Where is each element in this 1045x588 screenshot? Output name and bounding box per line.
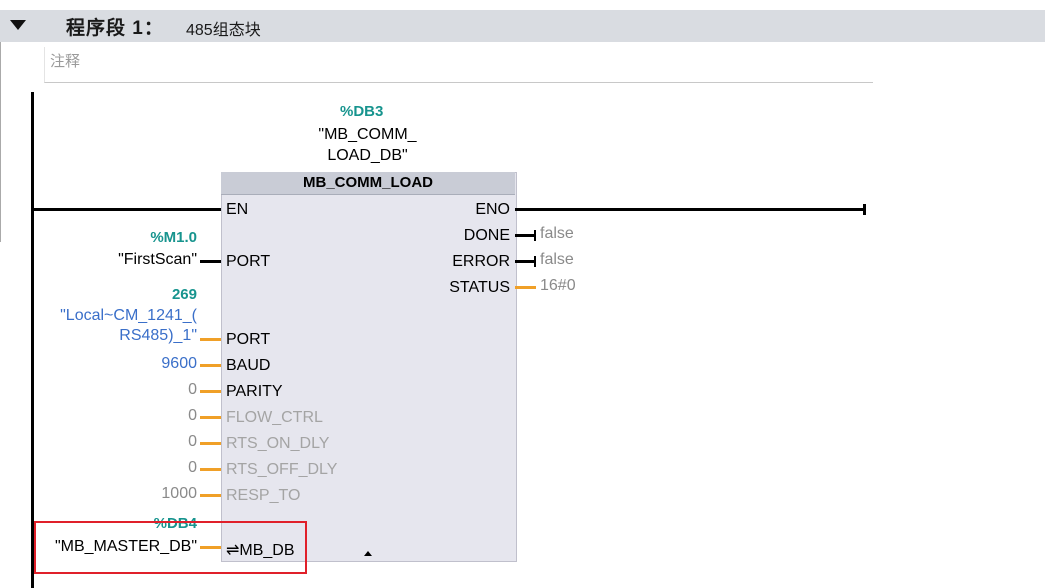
- pin-en[interactable]: EN: [226, 201, 249, 218]
- mb-db-address: %DB4: [153, 515, 197, 532]
- network-header: [0, 10, 1045, 42]
- port-operand-line2: RS485)_1": [119, 327, 197, 344]
- status-value: 16#0: [540, 277, 576, 294]
- pin-rts-off-dly[interactable]: RTS_OFF_DLY: [226, 461, 338, 478]
- network-comment-field[interactable]: [44, 47, 873, 83]
- pin-status[interactable]: STATUS: [449, 279, 510, 296]
- function-block[interactable]: [221, 172, 517, 562]
- port-operand-line1: "Local~CM_1241_(: [60, 307, 197, 324]
- network-title: 程序段 1：: [66, 18, 164, 39]
- flow-ctrl-value[interactable]: 0: [188, 407, 197, 424]
- pin-error[interactable]: ERROR: [452, 253, 510, 270]
- mb-db-wire: [200, 546, 221, 549]
- port-hw-id: 269: [171, 286, 197, 303]
- rts-on-dly-value[interactable]: 0: [188, 433, 197, 450]
- done-wire-end: [534, 230, 536, 241]
- instance-db-name-line1: "MB_COMM_: [318, 126, 417, 143]
- editor-left-border: [0, 42, 1, 242]
- power-rail: [31, 92, 34, 588]
- rts-off-dly-wire: [200, 468, 221, 471]
- done-wire: [515, 234, 536, 237]
- port-wire: [200, 338, 221, 341]
- en-wire: [34, 208, 221, 211]
- resp-to-value[interactable]: 1000: [161, 485, 197, 502]
- rts-off-dly-value[interactable]: 0: [188, 459, 197, 476]
- pin-req[interactable]: PORT: [226, 253, 271, 270]
- done-value: false: [540, 225, 574, 242]
- comment-placeholder: 注释: [50, 53, 81, 70]
- pin-mb-db[interactable]: ⇌MB_DB: [226, 542, 295, 559]
- baud-wire: [200, 364, 221, 367]
- pin-port[interactable]: PORT: [226, 331, 271, 348]
- mb-db-operand[interactable]: "MB_MASTER_DB": [54, 538, 197, 555]
- resp-to-wire: [200, 494, 221, 497]
- error-value: false: [540, 251, 574, 268]
- baud-value[interactable]: 9600: [161, 355, 197, 372]
- error-wire: [515, 260, 536, 263]
- eno-wire: [515, 208, 865, 211]
- instance-db-address: %DB3: [340, 103, 384, 120]
- req-address: %M1.0: [150, 229, 197, 246]
- flow-ctrl-wire: [200, 416, 221, 419]
- pin-parity[interactable]: PARITY: [226, 383, 283, 400]
- network-name[interactable]: 485组态块: [186, 22, 261, 39]
- req-operand[interactable]: "FirstScan": [118, 251, 197, 268]
- eno-wire-end: [863, 204, 866, 215]
- status-wire: [515, 286, 536, 289]
- pin-rts-on-dly[interactable]: RTS_ON_DLY: [226, 435, 330, 452]
- collapse-triangle-icon[interactable]: [10, 20, 26, 30]
- pin-baud[interactable]: BAUD: [226, 357, 271, 374]
- highlight-box: [34, 521, 307, 574]
- pin-done[interactable]: DONE: [463, 227, 510, 244]
- parity-wire: [200, 390, 221, 393]
- function-block-title: MB_COMM_LOAD: [221, 172, 515, 195]
- pin-flow-ctrl[interactable]: FLOW_CTRL: [226, 409, 323, 426]
- parity-value[interactable]: 0: [188, 381, 197, 398]
- instance-db-name-line2: LOAD_DB": [327, 147, 408, 164]
- expand-block-arrow-icon[interactable]: [364, 551, 372, 556]
- instance-db-name[interactable]: "MB_COMM_ LOAD_DB": [300, 124, 435, 166]
- rts-on-dly-wire: [200, 442, 221, 445]
- error-wire-end: [534, 256, 536, 267]
- req-wire: [200, 260, 221, 263]
- port-operand[interactable]: "Local~CM_1241_( RS485)_1": [20, 306, 197, 346]
- pin-resp-to[interactable]: RESP_TO: [226, 487, 301, 504]
- pin-eno[interactable]: ENO: [475, 201, 510, 218]
